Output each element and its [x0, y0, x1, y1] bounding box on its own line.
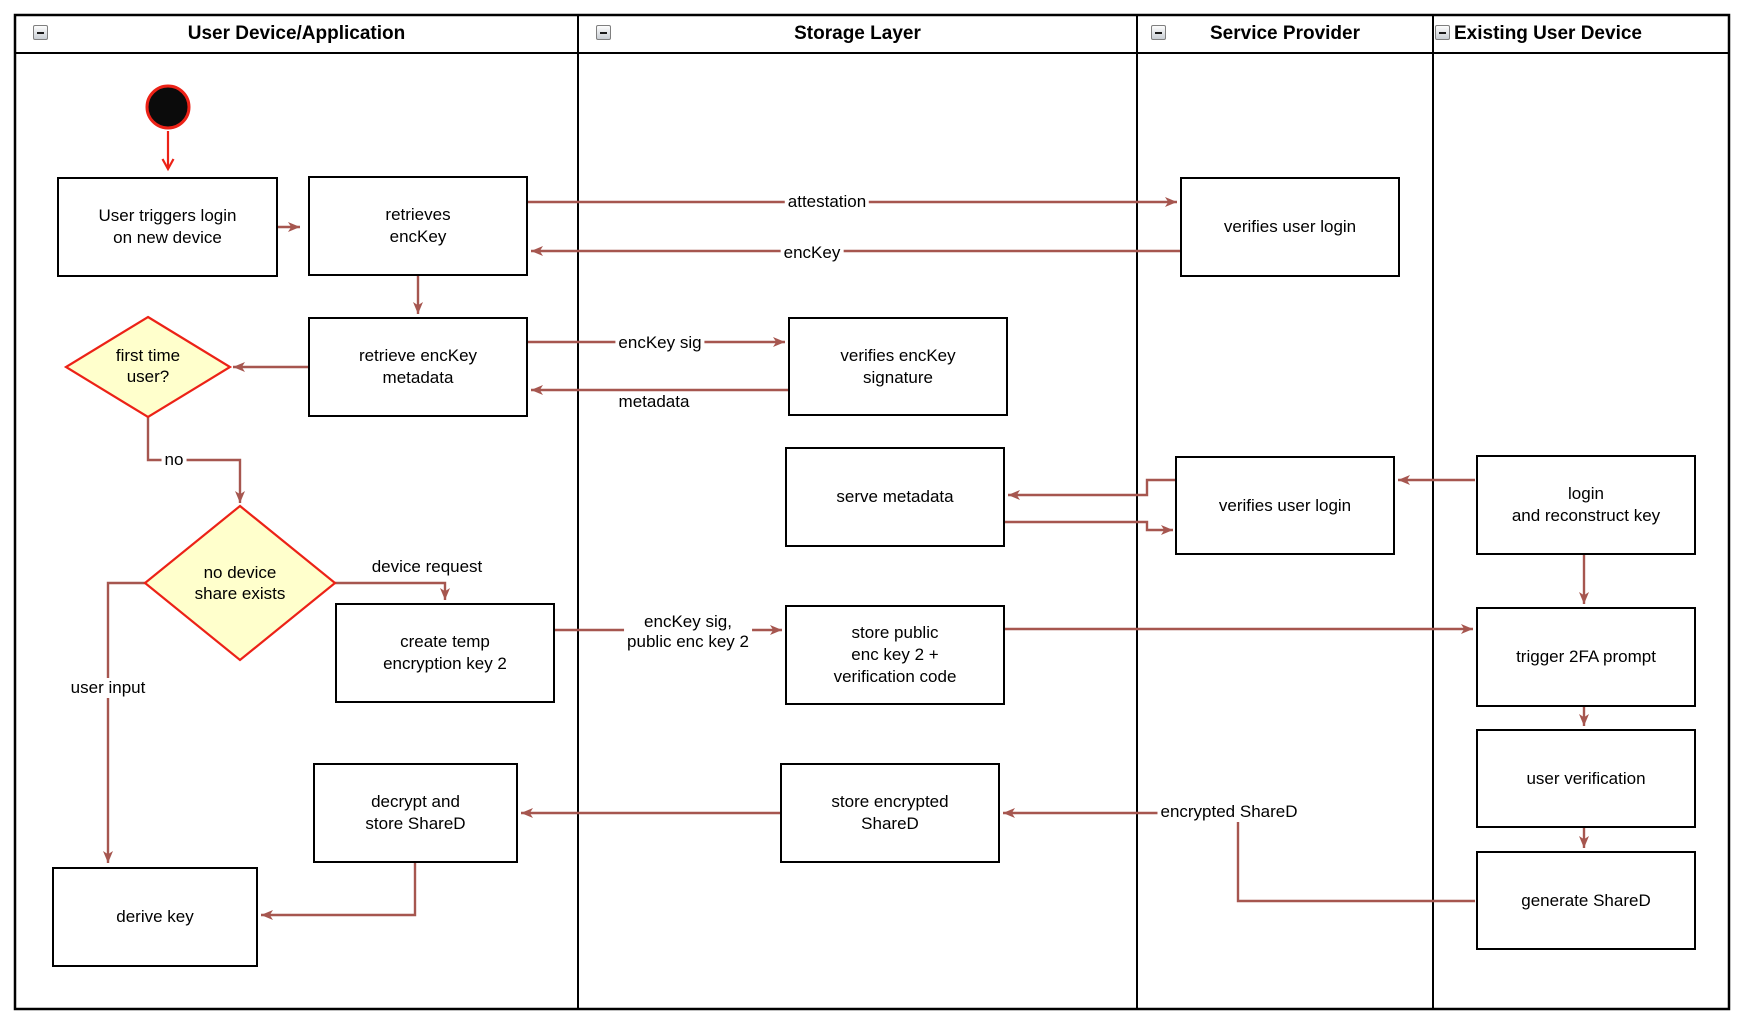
edge-label-attestation: attestation: [784, 192, 870, 212]
activity-verifies-enckey-signature[interactable]: verifies encKey signature: [788, 317, 1008, 416]
edge-decrypt-to-derive-key: [261, 863, 417, 920]
activity-retrieves-enckey[interactable]: retrieves encKey: [308, 176, 528, 276]
activity-login-and-reconstruct-key[interactable]: login and reconstruct key: [1476, 455, 1696, 555]
edge-label-no: no: [161, 450, 187, 470]
minus-icon: [600, 31, 607, 34]
edge-label-encrypted-shared: encrypted ShareD: [1157, 802, 1301, 822]
minus-icon: [1155, 31, 1162, 34]
activity-store-public-enc-key[interactable]: store public enc key 2 + verification co…: [785, 605, 1005, 705]
activity-serve-metadata[interactable]: serve metadata: [785, 447, 1005, 547]
activity-derive-key[interactable]: derive key: [52, 867, 258, 967]
lane-header-user-device[interactable]: User Device/Application: [187, 23, 406, 44]
activity-verifies-user-login-top[interactable]: verifies user login: [1180, 177, 1400, 277]
activity-create-temp-encryption-key[interactable]: create temp encryption key 2: [335, 603, 555, 703]
minus-icon: [37, 31, 44, 34]
collapse-lane-existing-device-icon[interactable]: [1435, 25, 1450, 40]
decision-no-device-share[interactable]: [143, 504, 337, 662]
edge-label-user-input: user input: [67, 678, 149, 698]
activity-user-verification[interactable]: user verification: [1476, 729, 1696, 828]
edge-label-enckey: encKey: [780, 243, 844, 263]
lane-header-storage-layer[interactable]: Storage Layer: [794, 23, 921, 44]
edge-label-enckey-sig: encKey sig: [615, 333, 705, 353]
edge-label-metadata: metadata: [618, 392, 690, 411]
edge-encrypted-shared: [1003, 808, 1475, 903]
decision-first-time-user[interactable]: [63, 315, 233, 419]
diagram-outer-frame: [13, 13, 1731, 1011]
start-node[interactable]: [145, 84, 191, 130]
activity-trigger-2fa-prompt[interactable]: trigger 2FA prompt: [1476, 607, 1696, 707]
minus-icon: [1439, 31, 1446, 34]
activity-user-triggers-login[interactable]: User triggers login on new device: [57, 177, 278, 277]
collapse-lane-storage-icon[interactable]: [596, 25, 611, 40]
edge-user-input: [103, 581, 145, 863]
activity-store-encrypted-shared[interactable]: store encrypted ShareD: [780, 763, 1000, 863]
activity-retrieve-enckey-metadata[interactable]: retrieve encKey metadata: [308, 317, 528, 417]
edge-serve-metadata-to-verifies-login: [1005, 520, 1173, 535]
edge-verifies-login-to-serve-metadata: [1008, 478, 1175, 500]
edge-label-enckey-sig-public: encKey sig, public enc key 2: [624, 612, 752, 652]
lane-header-existing-user-device[interactable]: Existing User Device: [1454, 23, 1642, 44]
edge-label-device-request: device request: [371, 557, 483, 576]
edge-device-request: [335, 581, 450, 600]
activity-decrypt-store-shared[interactable]: decrypt and store ShareD: [313, 763, 518, 863]
collapse-lane-user-device-icon[interactable]: [33, 25, 48, 40]
activity-generate-shared[interactable]: generate ShareD: [1476, 851, 1696, 950]
edge-no-branch: [146, 417, 245, 503]
lane-header-service-provider[interactable]: Service Provider: [1210, 23, 1360, 44]
activity-verifies-user-login-mid[interactable]: verifies user login: [1175, 456, 1395, 555]
collapse-lane-service-provider-icon[interactable]: [1151, 25, 1166, 40]
